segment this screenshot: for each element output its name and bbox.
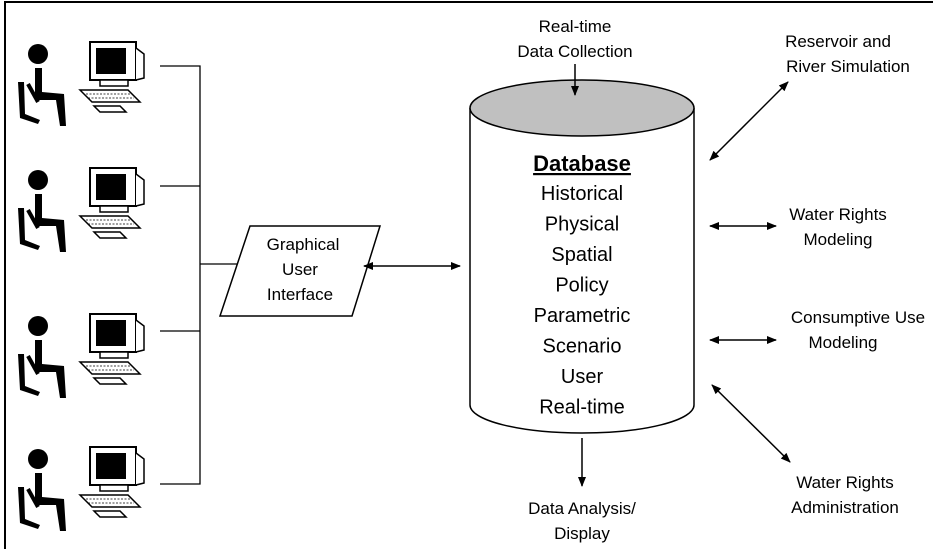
consumptive-use-line2: Modeling	[809, 333, 878, 352]
database-cylinder	[469, 79, 695, 434]
gui-label-line2: User	[282, 260, 318, 279]
database-items: HistoricalPhysicalSpatialPolicyParametri…	[534, 183, 631, 419]
database-item: User	[561, 366, 604, 388]
gui-label-line3: Interface	[267, 285, 333, 304]
user-workstation-1	[16, 40, 146, 128]
database-item: Policy	[555, 275, 608, 297]
water-rights-admin-line2: Administration	[791, 498, 899, 517]
data-analysis-line2: Display	[554, 524, 610, 543]
water-rights-modeling-line2: Modeling	[804, 230, 873, 249]
outer-frame	[4, 1, 933, 549]
database-item: Scenario	[543, 336, 622, 358]
database-title: Database	[533, 151, 631, 176]
database-item: Physical	[545, 214, 619, 236]
consumptive-use-line1: Consumptive Use	[791, 308, 925, 327]
reservoir-label-line1: Reservoir and	[785, 32, 891, 51]
reservoir-label-line2: River Simulation	[786, 57, 910, 76]
water-rights-admin-arrow	[711, 384, 791, 463]
user-workstation-3	[16, 312, 146, 400]
database-item: Real-time	[539, 397, 625, 419]
water-rights-admin-line1: Water Rights	[796, 473, 894, 492]
database-item: Parametric	[534, 305, 631, 327]
reservoir-arrow	[709, 81, 789, 161]
gui-label-line1: Graphical	[267, 235, 340, 254]
data-analysis-line1: Data Analysis/	[528, 499, 636, 518]
user-workstation-2	[16, 166, 146, 254]
realtime-collection-line2: Data Collection	[517, 42, 632, 61]
water-rights-modeling-line1: Water Rights	[789, 205, 887, 224]
realtime-collection-line1: Real-time	[539, 17, 612, 36]
database-item: Spatial	[551, 244, 612, 266]
database-item: Historical	[541, 183, 623, 205]
user-bus-connector	[160, 65, 238, 485]
user-workstation-4	[16, 445, 146, 533]
gui-box	[218, 225, 382, 317]
